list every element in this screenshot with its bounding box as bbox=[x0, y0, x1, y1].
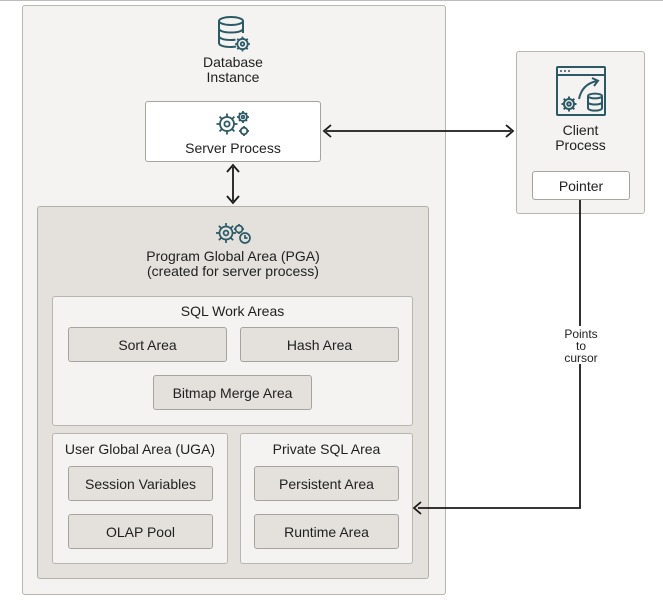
olap-pool-box: OLAP Pool bbox=[68, 514, 213, 549]
pga-title-line2: (created for server process) bbox=[147, 263, 319, 279]
database-instance-label-line2: Instance bbox=[206, 69, 260, 85]
private-sql-area-title: Private SQL Area bbox=[272, 441, 381, 457]
pga-title: Program Global Area (PGA) (created for s… bbox=[37, 249, 429, 279]
pointer-box: Pointer bbox=[532, 171, 630, 200]
annotation-line1: Points bbox=[564, 327, 598, 341]
persistent-area-box: Persistent Area bbox=[254, 466, 399, 501]
top-border-line bbox=[0, 0, 663, 1]
gears-icon bbox=[214, 109, 252, 137]
client-window-icon bbox=[555, 65, 607, 117]
session-variables-box: Session Variables bbox=[68, 466, 213, 501]
annotation-line3: cursor bbox=[564, 351, 598, 365]
database-gear-icon bbox=[215, 15, 251, 53]
annotation-line2: to bbox=[575, 339, 586, 353]
sort-area-box: Sort Area bbox=[68, 327, 227, 362]
hash-area-box: Hash Area bbox=[240, 327, 399, 362]
database-instance-label: Database Instance bbox=[183, 55, 283, 85]
arrowhead-client-right bbox=[505, 124, 515, 138]
runtime-area-box: Runtime Area bbox=[254, 514, 399, 549]
client-process-label: Client Process bbox=[516, 123, 645, 153]
bitmap-merge-area-box: Bitmap Merge Area bbox=[153, 375, 312, 410]
gears-clock-icon bbox=[215, 219, 251, 245]
server-process-label: Server Process bbox=[185, 140, 281, 156]
sql-work-areas-title: SQL Work Areas bbox=[180, 303, 285, 319]
pga-title-line1: Program Global Area (PGA) bbox=[146, 248, 320, 264]
database-instance-label-line1: Database bbox=[203, 54, 263, 70]
client-process-label-line1: Client bbox=[562, 122, 599, 138]
pointer-label: Pointer bbox=[558, 177, 604, 194]
client-process-label-line2: Process bbox=[555, 137, 606, 153]
uga-title: User Global Area (UGA) bbox=[64, 441, 216, 457]
points-to-cursor-note: Points to cursor bbox=[550, 327, 612, 365]
server-process-box bbox=[145, 101, 321, 162]
